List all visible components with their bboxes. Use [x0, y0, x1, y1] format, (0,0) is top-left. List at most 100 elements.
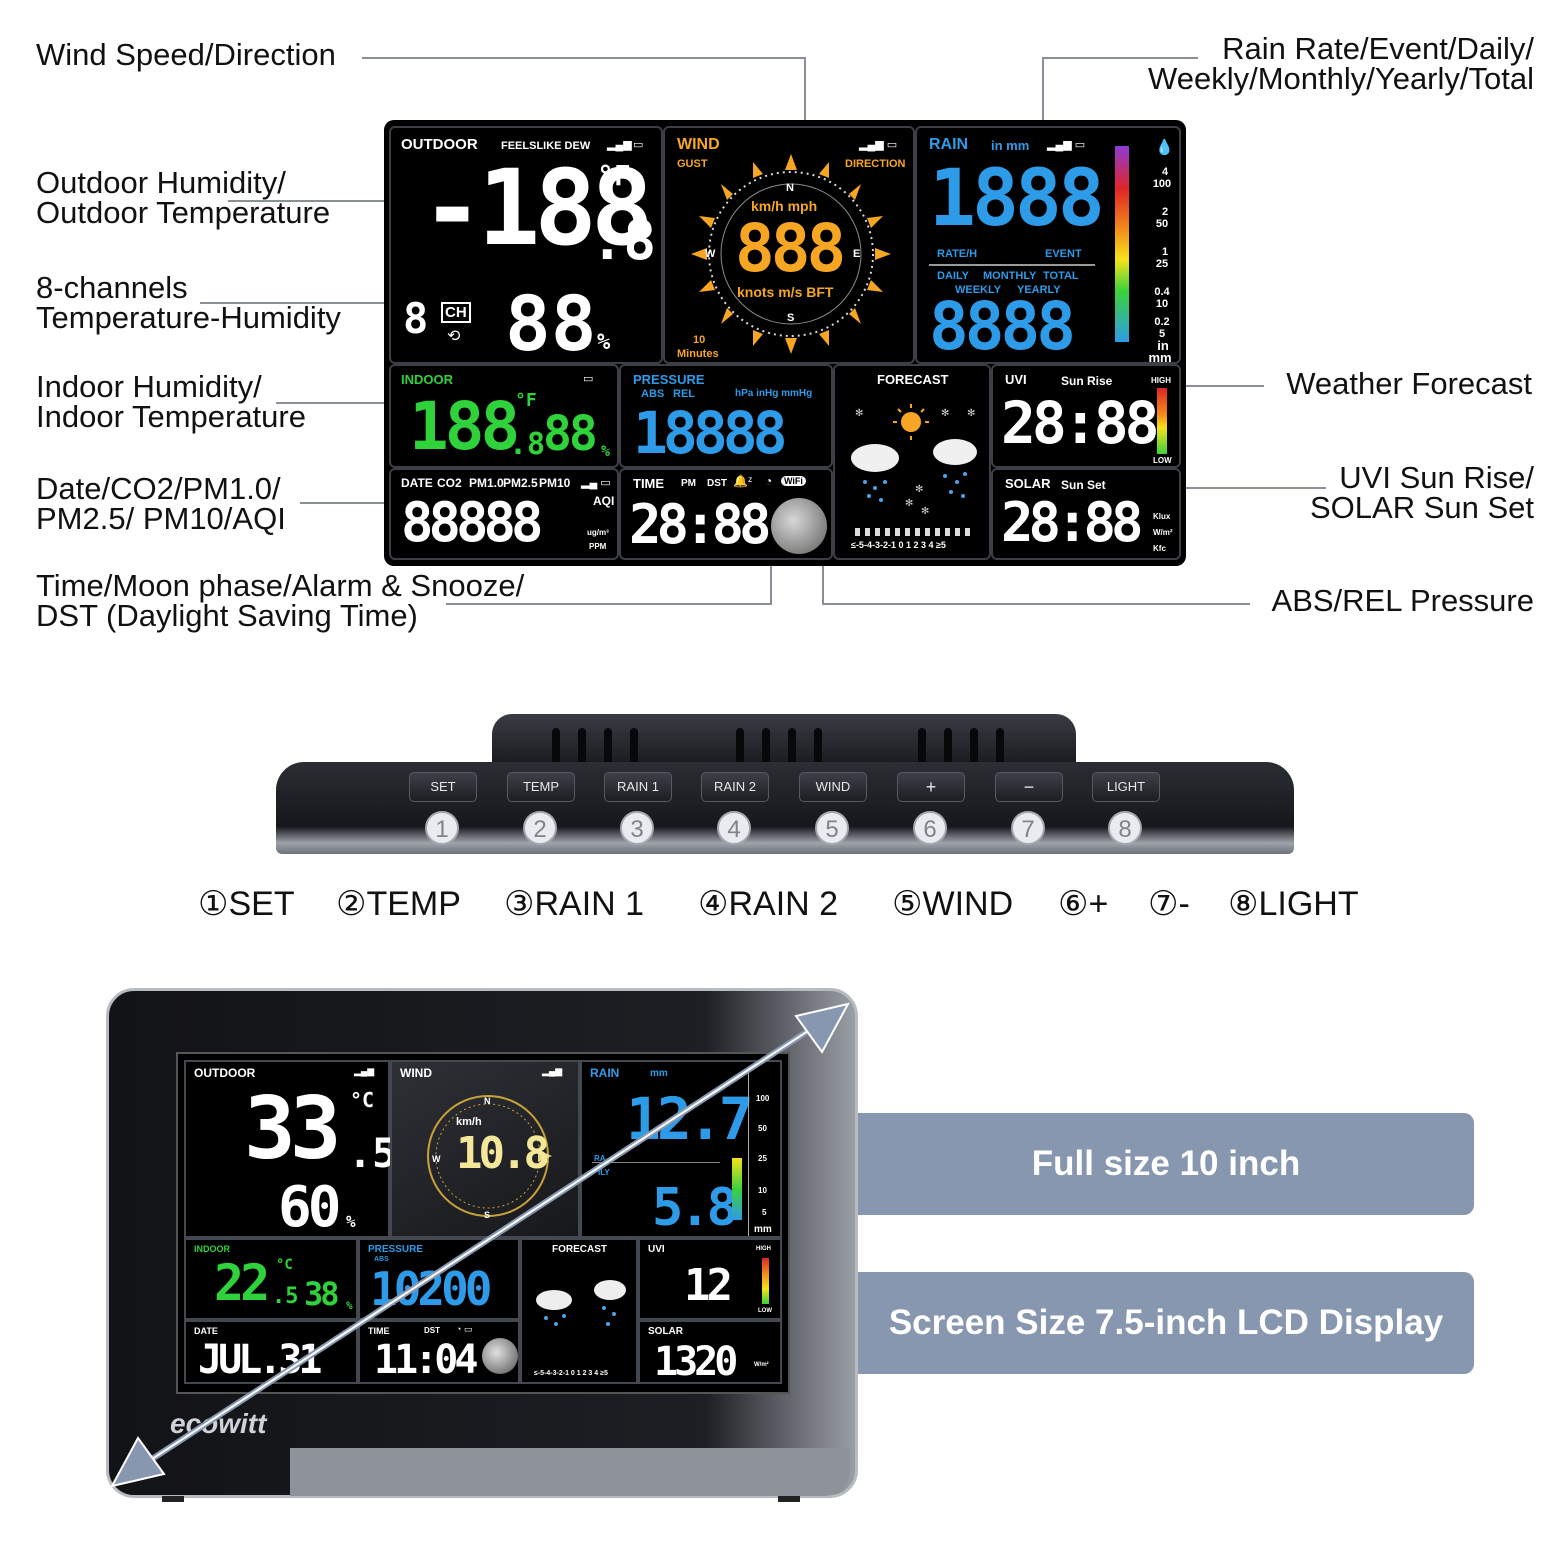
device-time-label: TIME	[368, 1326, 390, 1336]
device-rain-label: RAIN	[590, 1066, 620, 1080]
outdoor-temp-decimal: .8	[591, 209, 657, 272]
rain-unit: in mm	[991, 138, 1030, 153]
pm25-label: PM2.5	[503, 476, 538, 490]
vent-slot	[970, 728, 978, 764]
device-abs-label: ABS	[374, 1256, 389, 1263]
dst-label: DST	[707, 478, 727, 489]
device-uvi-value: 12	[684, 1260, 733, 1311]
forecast-scale: ≤-5-4-3-2-1 0 1 2 3 4 ≥5	[851, 540, 946, 550]
device-outdoor-humidity: 60	[278, 1175, 341, 1240]
leader-line	[1042, 57, 1044, 157]
date-panel: DATE CO2 PM1.0 PM2.5 PM10 ▂▄ ▭ AQI 88888…	[389, 468, 619, 560]
vent-slot	[762, 728, 770, 764]
legend-plus: ⑥+	[1058, 885, 1109, 923]
leader-line	[1140, 487, 1326, 489]
alarm-snooze-icon: 🔔ᶻ	[733, 474, 753, 488]
plus-button[interactable]: +	[897, 772, 965, 802]
co2-label: CO2	[437, 476, 462, 490]
minutes-label: Minutes	[677, 348, 719, 360]
indoor-humidity-unit: %	[601, 442, 611, 460]
rel-label: REL	[673, 388, 695, 400]
outdoor-temp-unit: °F	[597, 159, 631, 192]
solar-value: 28:88	[1001, 491, 1144, 554]
scale-in-3: 1	[1161, 246, 1169, 258]
scale-mm-4: 10	[1155, 298, 1169, 310]
device-compass-n: N	[484, 1096, 491, 1106]
uvi-low-label: LOW	[1153, 456, 1172, 465]
rain-intensity-bar	[1115, 146, 1129, 342]
device-rain-bottom: 5.8	[652, 1178, 738, 1238]
device-solar-value: 1320	[654, 1339, 738, 1385]
minus-button[interactable]: −	[995, 772, 1063, 802]
button-number-4: 4	[717, 811, 751, 845]
device-uvi-bar	[762, 1258, 769, 1304]
device-dst-label: DST	[424, 1326, 440, 1335]
forecast-trend-bars	[855, 528, 973, 536]
signal-icon: ▂▄ ▭	[581, 477, 611, 489]
date-label: DATE	[401, 476, 433, 490]
device-scale-mm: mm	[754, 1224, 772, 1235]
device-scale-50: 50	[758, 1124, 767, 1133]
scale-mm-unit: mm	[1148, 350, 1172, 364]
device-time-value: 11:04	[374, 1337, 478, 1383]
gust-label: GUST	[677, 158, 708, 170]
legend-light: ⑧LIGHT	[1228, 885, 1359, 923]
device-indoor-unit: °C	[276, 1257, 293, 1273]
kfc-label: Kfc	[1153, 544, 1166, 553]
solar-panel: SOLAR Sun Set 28:88 Klux W/m² Kfc	[991, 468, 1181, 560]
button-number-3: 3	[620, 811, 654, 845]
device-wind-value: 10.8	[456, 1128, 550, 1179]
sunrise-label: Sun Rise	[1061, 374, 1113, 388]
callout-pressure: ABS/REL Pressure	[1271, 583, 1534, 618]
pm10-label: PM10	[539, 476, 571, 490]
set-button[interactable]: SET	[409, 772, 477, 802]
button-number-2: 2	[523, 811, 557, 845]
legend-minus: ⑦-	[1148, 885, 1190, 923]
device-base-strip	[290, 1448, 850, 1496]
rain1-button[interactable]: RAIN 1	[604, 772, 672, 802]
device-outdoor-unit: °C	[350, 1088, 375, 1112]
indoor-humidity-value: 88	[543, 406, 598, 462]
direction-label: DIRECTION	[845, 158, 906, 170]
button-number-6: 6	[913, 811, 947, 845]
wind-label: WIND	[677, 136, 720, 153]
device-time-panel: TIME DST ◔ ▭ 11:04	[358, 1320, 520, 1384]
legend-set: ①SET	[198, 885, 295, 923]
scale-in-unit: in	[1157, 338, 1169, 353]
pressure-label: PRESSURE	[633, 372, 705, 387]
uvi-high-label: HIGH	[1151, 376, 1171, 385]
ugm3-label: ug/m³	[587, 528, 609, 537]
device-wind-panel: WIND ▂▄▆ N S E W km/h 10.8	[390, 1060, 580, 1238]
cycle-icon: ⟲	[447, 328, 461, 345]
callout-forecast: Weather Forecast	[1286, 366, 1532, 401]
device-wind-unit: km/h	[456, 1116, 482, 1128]
forecast-label: FORECAST	[877, 372, 949, 387]
ppm-label: PPM	[589, 542, 607, 551]
rain-panel: RAIN in mm ▂▄▆ ▭ 1888 RATE/H EVENT DAILY…	[915, 126, 1181, 364]
device-rain-divider	[592, 1162, 720, 1163]
sunset-label: Sun Set	[1061, 478, 1106, 492]
pressure-units: hPa inHg mmHg	[735, 388, 813, 399]
device-rain-scale-line	[748, 1066, 749, 1236]
signal-icon: ▂▄▆	[542, 1066, 563, 1076]
legend-rain2: ④RAIN 2	[698, 885, 839, 923]
device-rain-bar	[732, 1158, 742, 1220]
time-value: 28:88	[629, 493, 772, 556]
device-moon-icon	[482, 1338, 518, 1374]
rain2-button[interactable]: RAIN 2	[701, 772, 769, 802]
vent-slot	[604, 728, 612, 764]
device-uvi-label: UVI	[648, 1244, 665, 1255]
vent-slot	[552, 728, 560, 764]
vent-slot	[630, 728, 638, 764]
time-label: TIME	[633, 476, 665, 491]
light-button[interactable]: LIGHT	[1092, 772, 1160, 802]
indoor-temp-unit: °F	[515, 390, 537, 411]
compass-w: W	[705, 248, 716, 260]
device-foot	[778, 1496, 800, 1502]
wind-button[interactable]: WIND	[799, 772, 867, 802]
abs-label: ABS	[641, 388, 665, 400]
vent-slot	[814, 728, 822, 764]
temp-button[interactable]: TEMP	[507, 772, 575, 802]
full-size-badge: Full size 10 inch	[858, 1113, 1474, 1215]
yearly-label: YEARLY	[1017, 284, 1061, 296]
